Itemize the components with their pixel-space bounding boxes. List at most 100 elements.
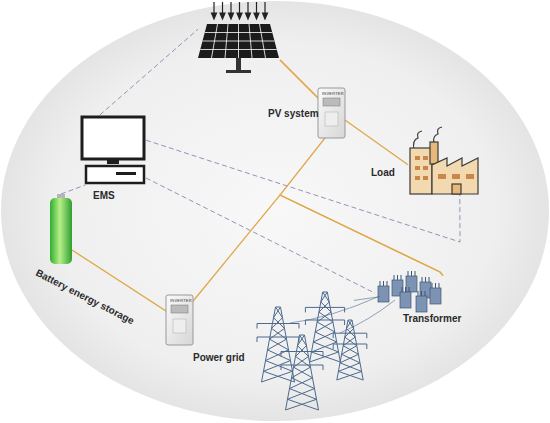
bushing	[435, 283, 436, 288]
tower	[286, 335, 319, 410]
sun-arrows	[212, 2, 268, 19]
tower-brace	[288, 389, 315, 400]
arrow-head	[237, 13, 242, 19]
power-line	[72, 195, 443, 320]
bushing	[415, 271, 416, 276]
transformer-unit	[430, 288, 441, 304]
tower-brace	[340, 354, 358, 363]
arrow-head	[212, 13, 217, 19]
component-label: Transformer	[403, 313, 461, 324]
inverter-label: INVERTER	[322, 91, 344, 96]
tower-arm	[257, 323, 299, 324]
transformer-unit	[378, 286, 389, 302]
inverter-symbol	[166, 295, 193, 345]
component-node: Transformer	[375, 274, 443, 306]
bushing	[422, 277, 423, 282]
insulator	[366, 344, 367, 349]
tower-brace	[294, 356, 309, 367]
tower-brace	[338, 363, 360, 372]
insulator	[257, 324, 258, 329]
tower-brace	[292, 378, 315, 389]
bushing	[397, 275, 398, 280]
tower-brace	[268, 339, 287, 350]
tower-brace	[343, 346, 358, 355]
panel-grid	[200, 49, 277, 50]
component-label: Power grid	[193, 352, 245, 363]
tower-brace	[290, 378, 313, 389]
tower-brace	[296, 356, 311, 367]
tower-brace	[342, 354, 360, 363]
bushing	[401, 275, 402, 280]
tower-brace	[310, 352, 339, 362]
tower-brace	[300, 335, 307, 346]
tower-brace	[337, 371, 362, 380]
inverter-symbol	[318, 88, 345, 138]
tower-arm	[333, 344, 367, 345]
tower-brace	[290, 389, 317, 400]
insulator	[323, 365, 324, 370]
tower-icons	[257, 292, 395, 410]
tower-arm	[281, 351, 323, 352]
bushing	[439, 283, 440, 288]
tower-brace	[323, 292, 329, 302]
tower-brace	[294, 367, 313, 378]
control-line	[146, 178, 375, 293]
component-node: EMS	[80, 115, 146, 185]
factory-icon	[410, 127, 478, 194]
transformer-unit	[406, 276, 417, 292]
component-node: Battery energy storage	[50, 194, 72, 264]
control-line	[100, 29, 198, 115]
bushing	[380, 281, 381, 286]
bushing	[425, 277, 426, 282]
tower-arm	[333, 333, 367, 334]
arrow-head	[254, 13, 259, 19]
insulator	[344, 320, 345, 325]
tower-brace	[272, 328, 287, 339]
insulator	[281, 365, 282, 370]
insulator	[257, 337, 258, 342]
tower-brace	[262, 371, 293, 382]
battery-icon	[50, 194, 72, 264]
insulator	[333, 333, 334, 338]
component-label: EMS	[93, 190, 115, 201]
insulator	[333, 344, 334, 349]
insulator	[323, 352, 324, 357]
insulator	[305, 307, 306, 312]
bushing	[421, 291, 422, 296]
insulator	[366, 333, 367, 338]
tower-brace	[342, 346, 357, 355]
component-node: Load	[408, 128, 480, 195]
bushing	[425, 291, 426, 296]
component-node: Power grid	[255, 288, 365, 412]
panel-grid	[203, 41, 275, 42]
tower-brace	[317, 322, 335, 332]
tower-brace	[315, 332, 336, 342]
bushing	[402, 287, 403, 292]
tower-brace	[292, 367, 311, 378]
bushing	[387, 281, 388, 286]
tower-brace	[286, 399, 317, 410]
bushing	[408, 271, 409, 276]
bushing	[432, 283, 433, 288]
tower-brace	[338, 371, 363, 380]
transformer-unit	[400, 292, 411, 308]
solar-panel	[198, 24, 279, 73]
transformer-unit	[420, 282, 431, 298]
bushing	[394, 275, 395, 280]
bushing	[409, 287, 410, 292]
control-line	[61, 185, 85, 194]
tower-brace	[264, 371, 295, 382]
computer-icon	[82, 117, 144, 183]
power-line	[340, 300, 395, 333]
arrow-head	[246, 13, 251, 19]
transformer-unit	[416, 296, 427, 312]
tower-brace	[315, 322, 333, 332]
tower-arm	[257, 337, 299, 338]
insulator	[281, 352, 282, 357]
bushing	[418, 291, 419, 296]
bushing	[405, 287, 406, 292]
